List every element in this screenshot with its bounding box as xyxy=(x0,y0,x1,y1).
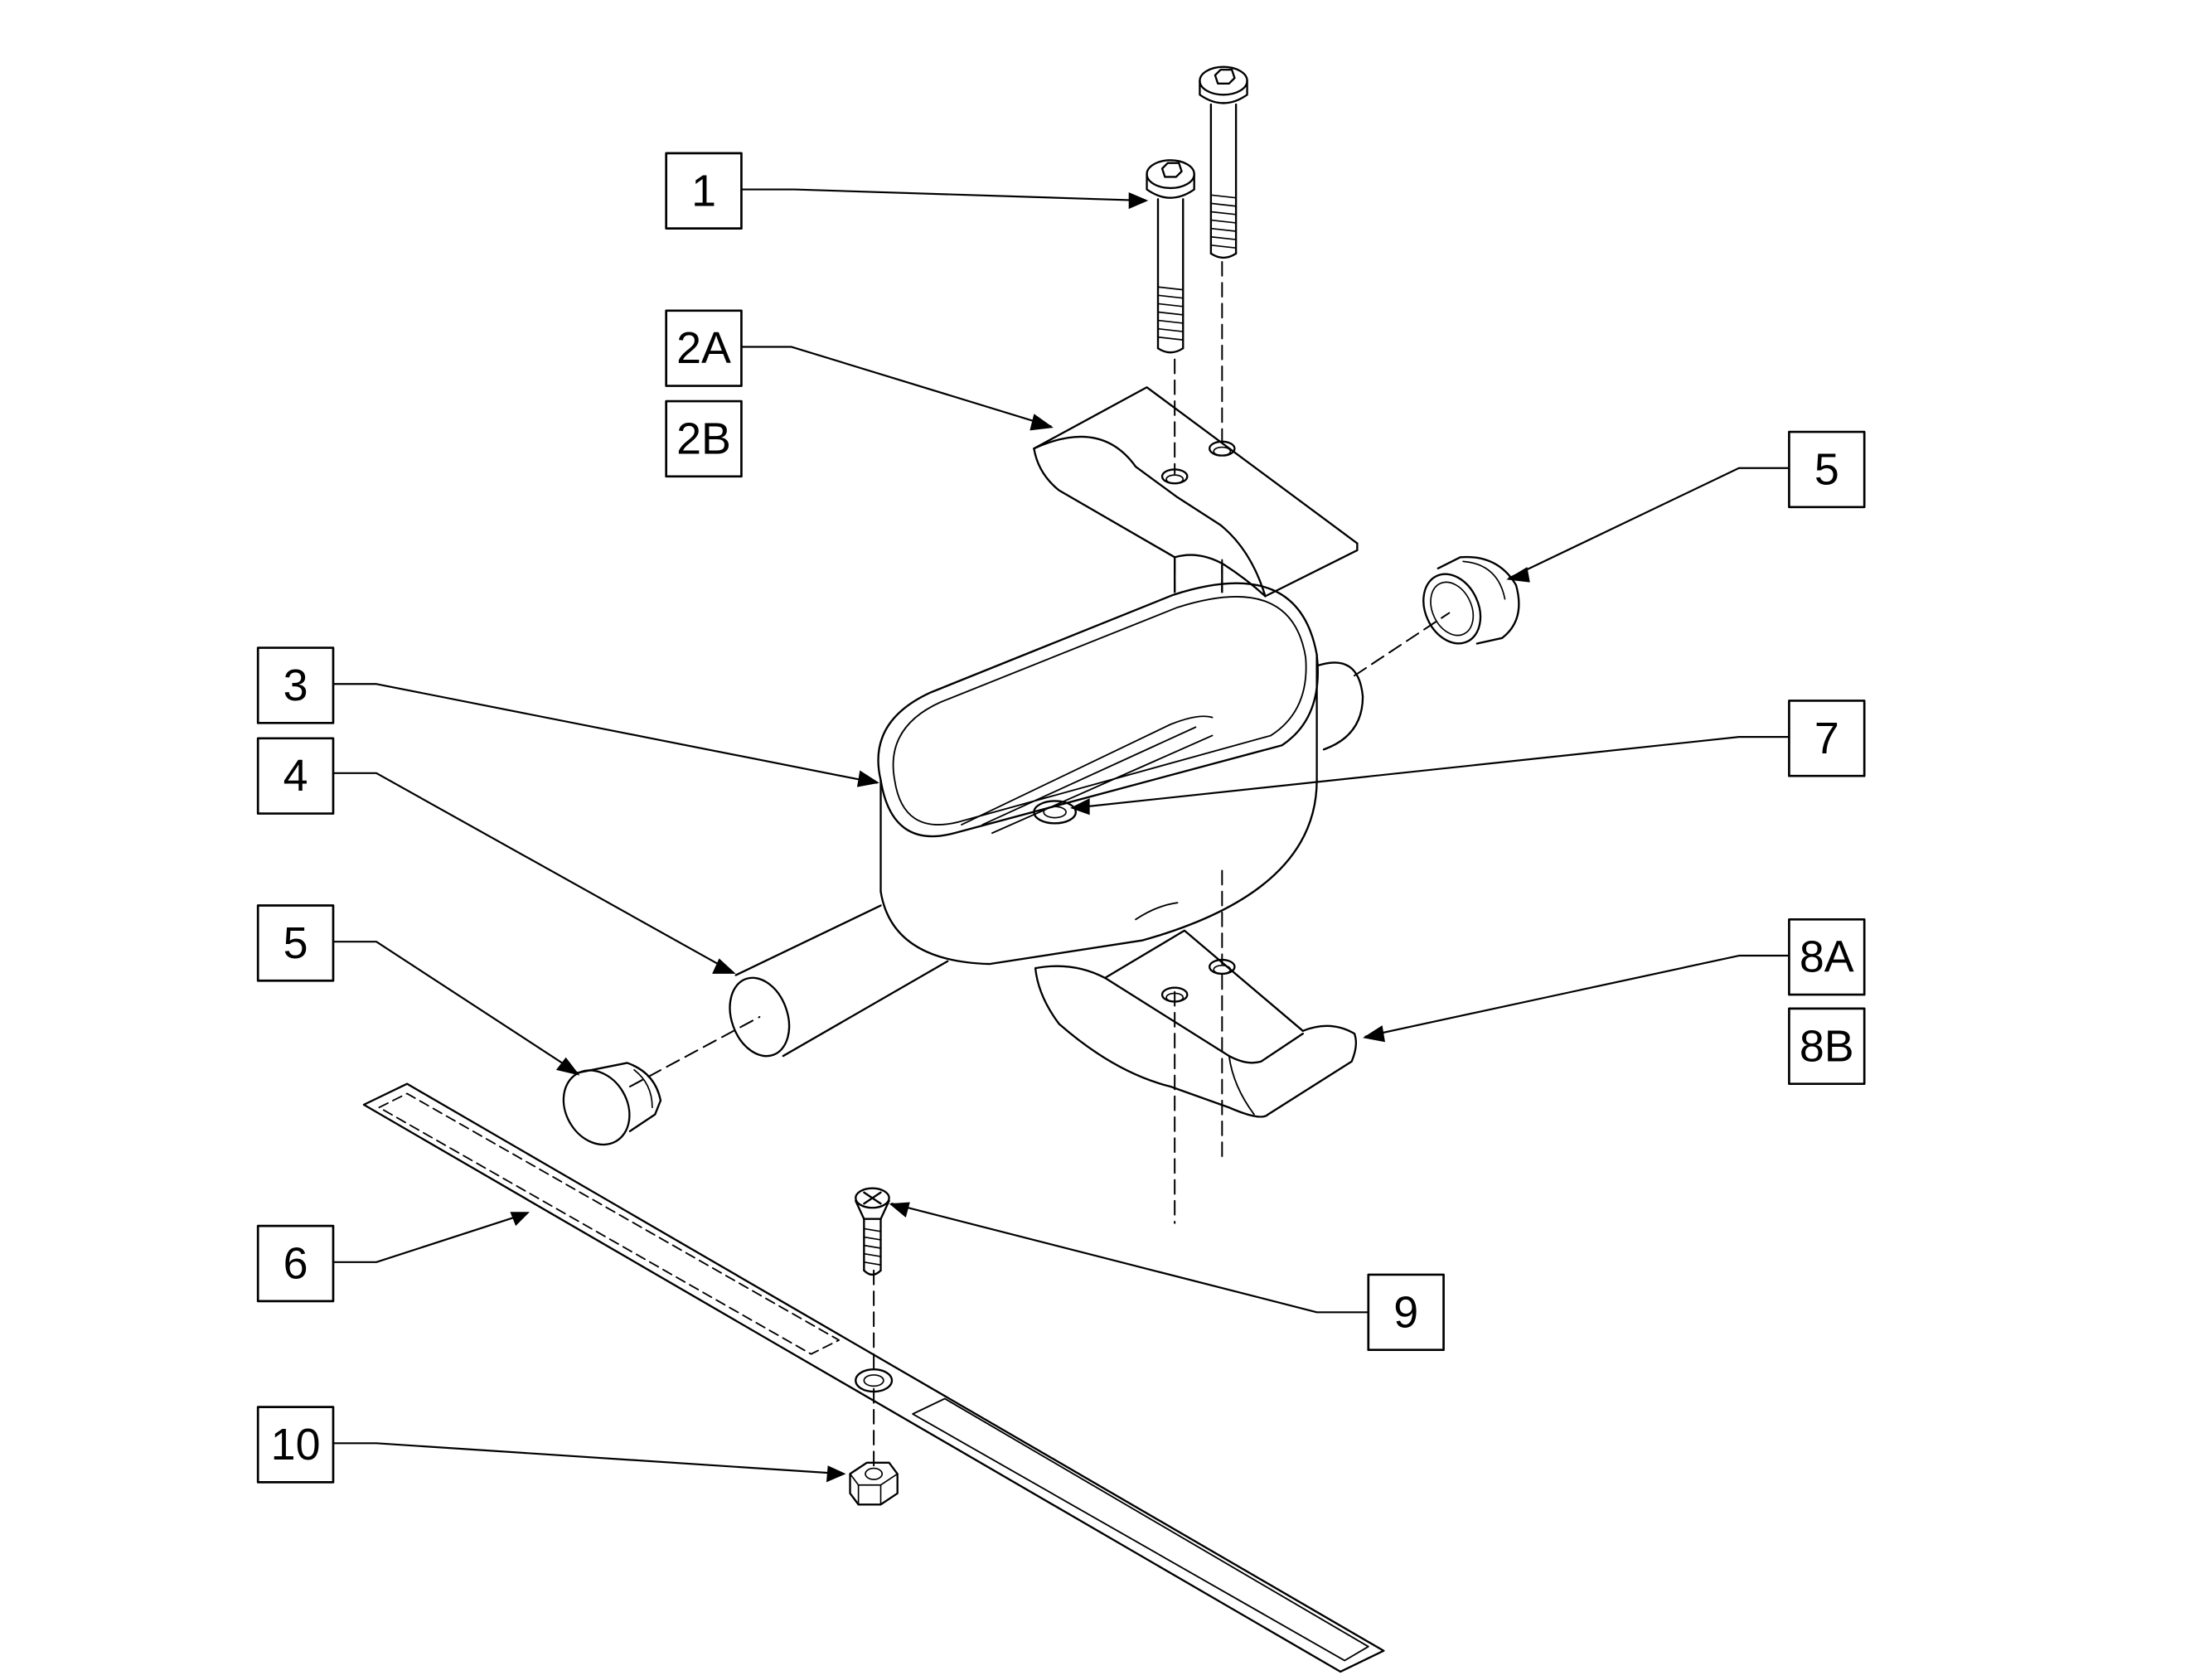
callout-2b: 2B xyxy=(676,414,731,463)
bolt-short xyxy=(1146,159,1195,354)
callout-10: 10 xyxy=(271,1420,321,1469)
callout-2a: 2A xyxy=(676,323,731,373)
oval-housing xyxy=(877,582,1364,966)
tube xyxy=(729,904,949,1058)
upper-clamp xyxy=(1033,386,1359,598)
leader-arrowheads xyxy=(510,191,1530,1483)
lower-clamp xyxy=(1034,929,1358,1118)
callout-7: 7 xyxy=(1814,714,1839,763)
end-cap-left xyxy=(562,1062,662,1146)
callout-5-left: 5 xyxy=(283,918,308,968)
strap xyxy=(362,1082,1385,1673)
screw xyxy=(855,1187,890,1276)
callout-labels: 1 2A 2B 3 4 5 5 7 8A 8B 6 9 10 xyxy=(271,166,1854,1469)
callout-4: 4 xyxy=(283,751,308,801)
callout-6: 6 xyxy=(283,1238,308,1288)
callout-1: 1 xyxy=(691,166,716,215)
callout-8b: 8B xyxy=(1800,1021,1854,1071)
callout-5-right: 5 xyxy=(1814,444,1839,494)
leader-lines xyxy=(332,188,1789,1475)
callout-3: 3 xyxy=(283,661,308,710)
callout-boxes xyxy=(256,152,1866,1484)
callout-9: 9 xyxy=(1393,1287,1418,1337)
end-cap-right xyxy=(1422,555,1520,645)
nut xyxy=(849,1461,899,1506)
bolt-long xyxy=(1199,65,1248,259)
callout-8a: 8A xyxy=(1800,932,1854,982)
